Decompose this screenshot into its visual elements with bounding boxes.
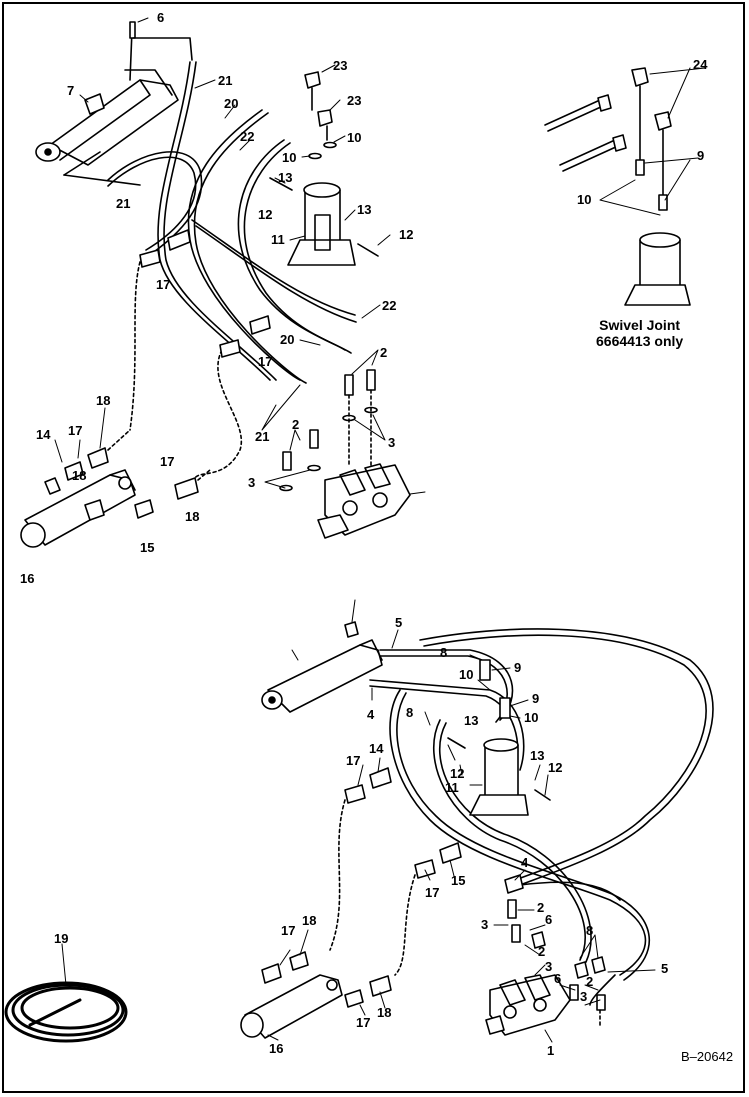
callout-17: 17	[425, 885, 440, 900]
callout-21: 21	[255, 429, 270, 444]
callout-13: 13	[278, 170, 293, 185]
callout-3: 3	[388, 435, 396, 450]
callout-3: 3	[481, 917, 489, 932]
callout-16: 16	[269, 1041, 284, 1056]
callout-2: 2	[586, 974, 594, 989]
callout-2: 2	[292, 417, 300, 432]
callout-5: 5	[395, 615, 403, 630]
swivel-joint-detail	[544, 67, 691, 306]
callout-20: 20	[280, 332, 295, 347]
callout-17: 17	[356, 1015, 371, 1030]
callout-17: 17	[160, 454, 175, 469]
callout-6: 6	[554, 971, 562, 986]
callout-8: 8	[406, 705, 414, 720]
callout-6: 6	[545, 912, 553, 927]
control-valve-top	[317, 463, 411, 539]
callout-18: 18	[302, 913, 317, 928]
callout-4: 4	[521, 855, 529, 870]
callout-10: 10	[459, 667, 474, 682]
callout-13: 13	[530, 748, 545, 763]
callout-12: 12	[450, 766, 465, 781]
callout-16: 16	[20, 571, 35, 586]
callout-21: 21	[218, 73, 233, 88]
callout-3: 3	[545, 959, 553, 974]
callout-19: 19	[54, 931, 69, 946]
callout-4: 4	[367, 707, 375, 722]
cylinder-16-bottom	[240, 951, 392, 1039]
callout-18: 18	[72, 468, 87, 483]
note-line-2: 6664413 only	[596, 333, 684, 350]
callout-3: 3	[248, 475, 256, 490]
swivel-joint-note: Swivel Joint 6664413 only	[596, 317, 683, 349]
callout-12: 12	[548, 760, 563, 775]
callout-2: 2	[538, 944, 546, 959]
callout-14: 14	[369, 741, 384, 756]
callout-18: 18	[96, 393, 111, 408]
control-valve-bottom	[485, 974, 571, 1036]
callout-15: 15	[140, 540, 155, 555]
callout-23: 23	[333, 58, 348, 73]
callout-10: 10	[347, 130, 362, 145]
callout-22: 22	[382, 298, 397, 313]
note-line-1: Swivel Joint	[599, 317, 681, 333]
callout-10: 10	[524, 710, 539, 725]
callout-21: 21	[116, 196, 131, 211]
callout-6: 6	[157, 10, 165, 25]
cylinder-16-top	[20, 469, 136, 548]
callout-9: 9	[532, 691, 540, 706]
callout-17: 17	[281, 923, 296, 938]
callout-9: 9	[514, 660, 522, 675]
callout-3: 3	[580, 989, 588, 1004]
callout-12: 12	[258, 207, 273, 222]
callout-13: 13	[357, 202, 372, 217]
callout-23: 23	[347, 93, 362, 108]
callout-17: 17	[68, 423, 83, 438]
callout-24: 24	[693, 57, 708, 72]
callout-17: 17	[258, 354, 273, 369]
callout-8: 8	[586, 923, 594, 938]
callout-7: 7	[67, 83, 75, 98]
callout-11: 11	[271, 232, 285, 247]
callout-5: 5	[661, 961, 669, 976]
callout-11: 11	[445, 780, 459, 795]
swivel-joint-11-bottom	[447, 659, 551, 816]
callout-18: 18	[377, 1005, 392, 1020]
callout-10: 10	[577, 192, 592, 207]
leader-lines	[54, 17, 706, 1043]
callout-14: 14	[36, 427, 51, 442]
callout-13: 13	[464, 713, 479, 728]
bottom-hoses	[369, 628, 714, 1006]
swivel-joint-11-top	[269, 177, 379, 266]
hose-coil-19	[4, 981, 128, 1043]
callout-22: 22	[240, 129, 255, 144]
callout-1: 1	[547, 1043, 555, 1058]
callout-12: 12	[399, 227, 414, 242]
callout-17: 17	[346, 753, 361, 768]
callout-9: 9	[697, 148, 705, 163]
callout-20: 20	[224, 96, 239, 111]
callout-2: 2	[537, 900, 545, 915]
callout-10: 10	[282, 150, 297, 165]
figure-number: B–20642	[681, 1049, 734, 1064]
callout-17: 17	[156, 277, 171, 292]
callout-18: 18	[185, 509, 200, 524]
callout-2: 2	[380, 345, 388, 360]
cylinder-7-bottom	[261, 621, 383, 713]
callout-15: 15	[451, 873, 466, 888]
callout-8: 8	[440, 645, 448, 660]
cylinder-7-drawing	[35, 29, 179, 166]
